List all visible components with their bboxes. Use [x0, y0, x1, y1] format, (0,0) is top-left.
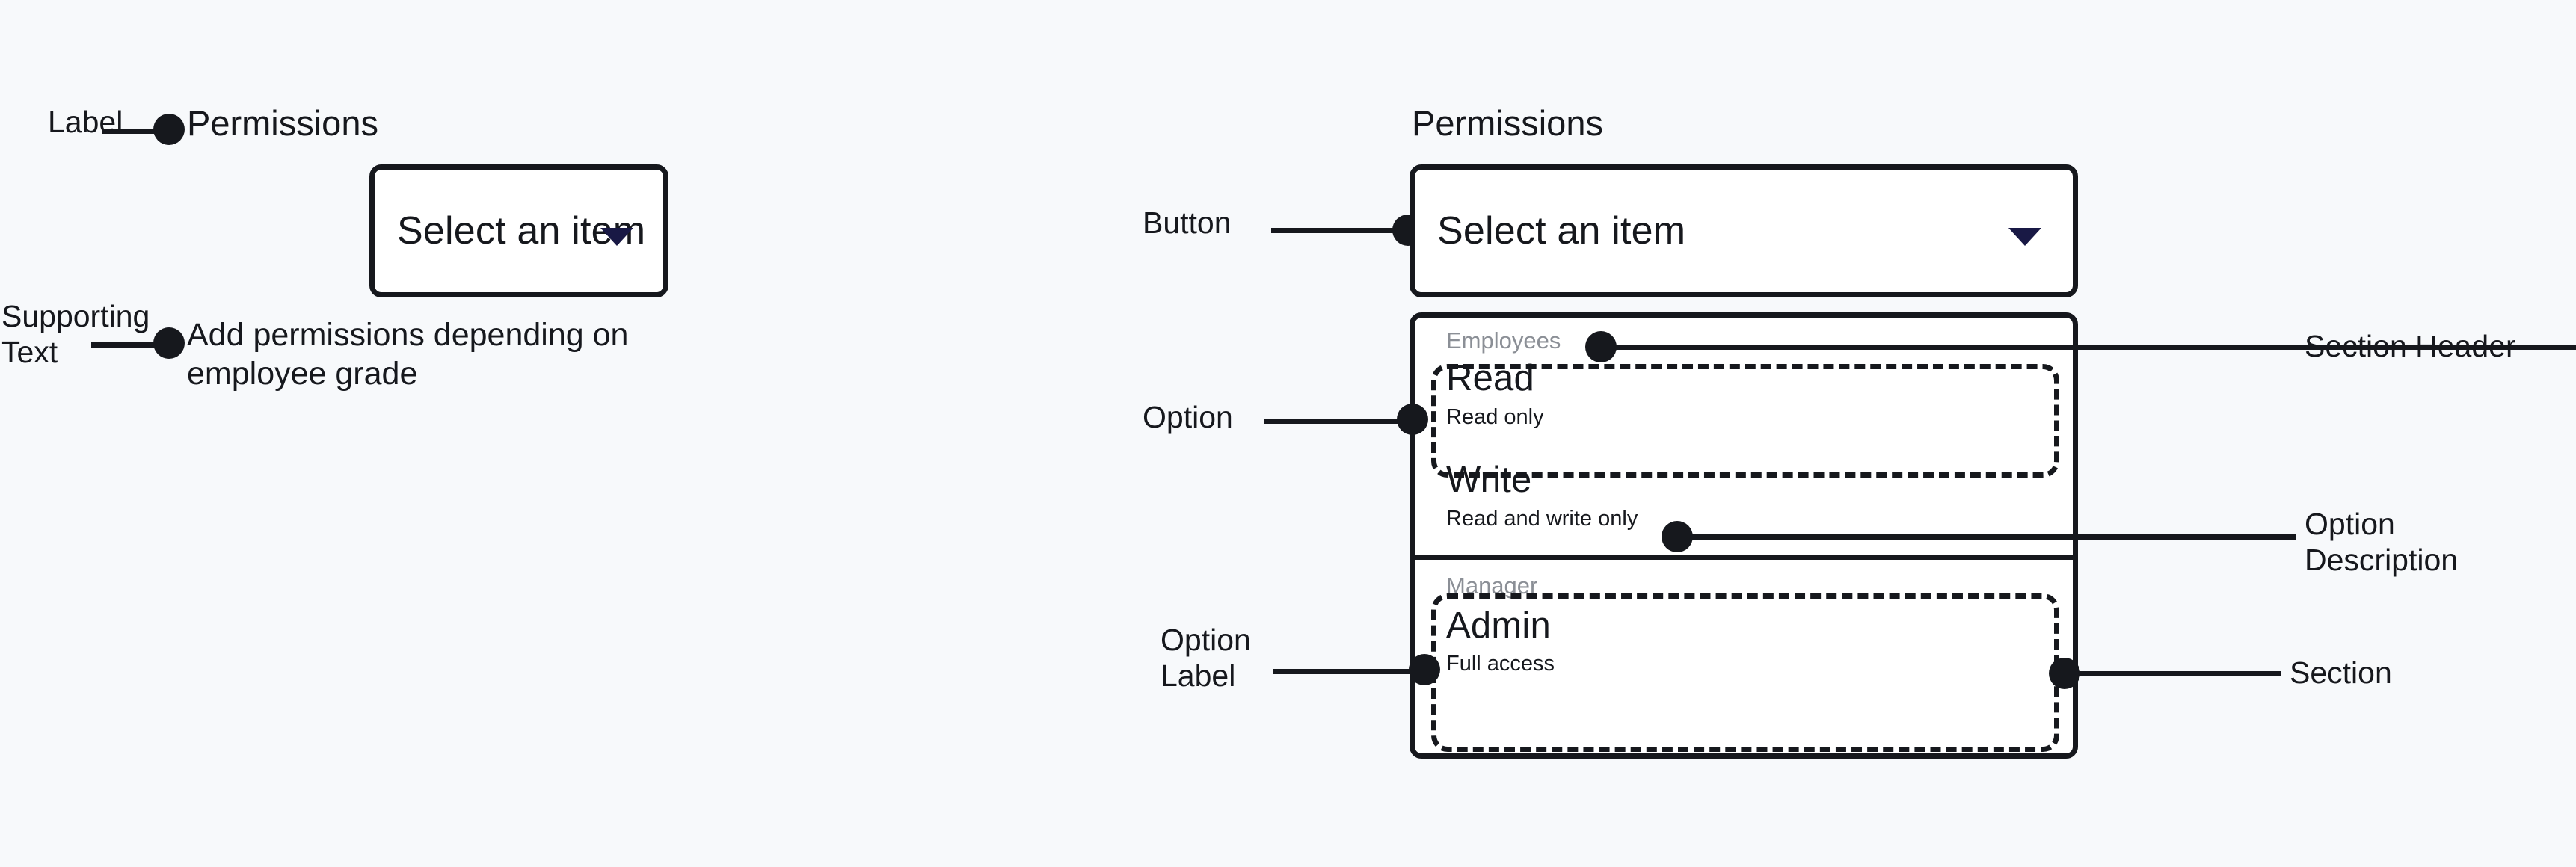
- annotation-leader-line-option: [1264, 419, 1413, 424]
- option-label-admin: Admin: [1446, 605, 1551, 646]
- select-button-value-right: Select an item: [1437, 209, 1686, 253]
- annotation-label-option-description: Option Description: [2305, 507, 2459, 577]
- annotation-label-option: Option: [1143, 400, 1233, 434]
- section-header-employees: Employees: [1446, 327, 1561, 354]
- annotation-label-option-label: Option Label: [1161, 623, 1251, 693]
- annotation-leader-line-option-label: [1273, 669, 1422, 674]
- listbox-section-divider: [1415, 555, 2073, 561]
- supporting-text-left: Add permissions depending on employee gr…: [187, 317, 629, 392]
- listbox-section-employees: Employees Read Read only Write Read and …: [1415, 318, 2073, 539]
- listbox-option-admin[interactable]: Admin Full access: [1415, 602, 2073, 685]
- annotation-leader-line-button: [1271, 228, 1413, 233]
- annotation-leader-line-supporting-text: [91, 342, 173, 348]
- option-description-write: Read and write only: [1446, 506, 1638, 531]
- option-description-admin: Full access: [1446, 652, 1555, 676]
- annotation-leader-line-section: [2071, 671, 2281, 676]
- option-description-read: Read only: [1446, 405, 1544, 430]
- annotation-label-section: Section: [2290, 655, 2392, 690]
- annotation-leader-line-label: [102, 129, 172, 134]
- listbox-option-write[interactable]: Write Read and write only: [1415, 438, 2073, 540]
- annotation-leader-line-option-description: [1682, 534, 2296, 540]
- annotation-anchor-dot-supporting-text: [153, 327, 185, 359]
- field-label-permissions-right: Permissions: [1412, 103, 1603, 143]
- annotation-label-button: Button: [1143, 206, 1232, 240]
- annotation-leader-line-section-header: [1608, 345, 2576, 350]
- section-header-manager: Manager: [1446, 573, 1538, 599]
- annotation-label-label: Label: [48, 105, 123, 139]
- field-label-permissions: Permissions: [187, 103, 378, 143]
- option-label-read: Read: [1446, 358, 1534, 399]
- listbox-section-manager: Manager Admin Full access: [1415, 560, 2073, 685]
- annotation-label-section-header: Section Header: [2305, 329, 2516, 363]
- chevron-down-icon: [600, 228, 633, 246]
- annotation-anchor-dot-option-label: [1409, 654, 1440, 685]
- listbox-option-read[interactable]: Read Read only: [1415, 356, 2073, 438]
- select-button-right[interactable]: Select an item: [1410, 164, 2078, 297]
- annotation-label-supporting-text: Supporting Text: [1, 299, 150, 369]
- select-button-left[interactable]: Select an item: [369, 164, 668, 297]
- annotation-anchor-dot-option: [1397, 404, 1428, 435]
- option-label-write: Write: [1446, 459, 1532, 500]
- annotation-anchor-dot-label: [153, 114, 185, 145]
- chevron-down-icon: [2008, 228, 2041, 246]
